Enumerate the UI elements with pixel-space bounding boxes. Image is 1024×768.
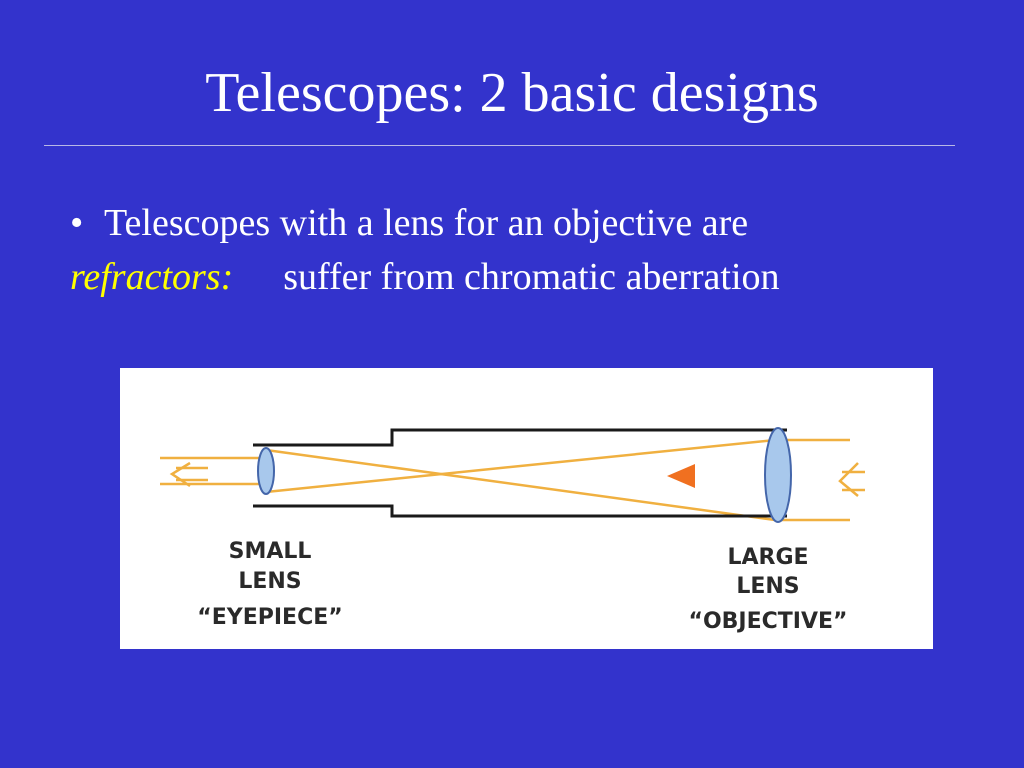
title-divider [44,145,955,146]
term-refractors: refractors: [70,256,234,298]
eyepiece-lens-icon [257,447,275,495]
bullet-text-1: Telescopes with a lens for an objective … [104,202,749,244]
bullet-list: • Telescopes with a lens for an objective… [70,196,970,304]
incoming-light-arrow-icon [838,462,865,497]
objective-label-line-2: LENS [736,574,799,599]
eyepiece-label-line-2: LENS [238,569,301,594]
direction-arrow-icon [667,464,695,488]
refractor-drawing: SMALL LENS “EYEPIECE” LARGE LENS “OBJECT… [160,427,865,634]
objective-lens-icon [764,427,792,523]
objective-label: LARGE LENS “OBJECTIVE” [689,545,848,634]
eyepiece-label: SMALL LENS “EYEPIECE” [197,539,342,630]
eyepiece-label-line-3: “EYEPIECE” [197,605,342,630]
bullet-line-2: refractors: suffer from chromatic aberrat… [70,250,970,304]
bullet-marker: • [70,202,84,244]
objective-label-line-3: “OBJECTIVE” [689,609,848,634]
bullet-text-2: suffer from chromatic aberration [283,256,780,298]
slide-title: Telescopes: 2 basic designs [205,62,819,124]
eyepiece-label-line-1: SMALL [229,539,312,564]
light-rays [160,438,850,522]
telescope-tube [253,428,787,518]
bullet-line-1: • Telescopes with a lens for an objective… [70,196,970,250]
objective-label-line-1: LARGE [727,545,808,570]
outgoing-light-arrow-icon [169,461,208,488]
refractor-diagram: SMALL LENS “EYEPIECE” LARGE LENS “OBJECT… [120,368,933,649]
